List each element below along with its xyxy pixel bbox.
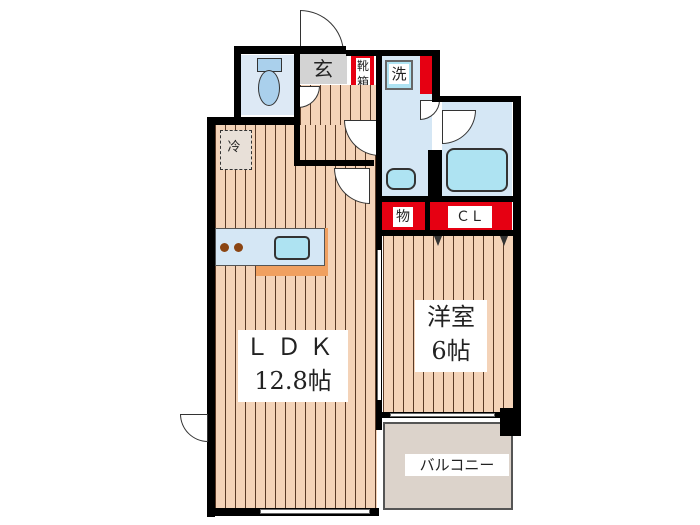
wall — [425, 196, 430, 236]
ldk-size: 12.8帖 — [254, 367, 332, 395]
toilet-bowl-icon — [258, 70, 280, 106]
balcony-window — [390, 413, 495, 417]
entrance-area — [299, 54, 347, 84]
wall — [513, 96, 521, 436]
washroom-door[interactable] — [420, 100, 440, 120]
wall — [234, 46, 346, 54]
ldk-label: ＬＤＫ 12.8帖 — [238, 330, 348, 402]
window — [260, 509, 370, 514]
balcony-label: バルコニー — [405, 454, 509, 476]
wall — [294, 160, 374, 166]
wall — [346, 50, 440, 56]
fridge-label: 冷 — [227, 140, 241, 155]
closet-label: ＣＬ — [448, 206, 492, 228]
wall — [294, 54, 300, 164]
stove-burner-icon — [220, 243, 229, 252]
wall — [376, 230, 518, 236]
bedroom-size: 6帖 — [431, 337, 471, 365]
bathtub-icon — [446, 148, 508, 192]
shoe-box-label: 靴箱 — [356, 58, 370, 90]
sliding-door[interactable] — [377, 250, 381, 400]
wall — [207, 117, 215, 517]
closet-door-marker — [434, 236, 442, 246]
storage-label: 物 — [393, 207, 413, 227]
fridge-space — [220, 130, 252, 170]
wall — [428, 150, 442, 202]
closet-door-marker — [500, 236, 508, 246]
wall — [500, 408, 520, 436]
wall — [432, 54, 440, 102]
wall — [376, 196, 518, 202]
ldk-name: ＬＤＫ — [245, 333, 341, 361]
bedroom-label: 洋室 6帖 — [415, 300, 487, 372]
wall — [234, 46, 241, 124]
washer-label: 洗 — [389, 64, 409, 84]
wall — [376, 54, 382, 234]
wash-basin-icon — [386, 168, 416, 190]
wall — [207, 117, 300, 125]
bedroom-name: 洋室 — [427, 303, 475, 331]
kitchen-sink-icon — [274, 236, 310, 260]
side-door[interactable] — [180, 414, 208, 442]
stove-burner-icon — [234, 243, 243, 252]
wall — [432, 96, 520, 102]
entrance-label: 玄 — [313, 57, 333, 81]
